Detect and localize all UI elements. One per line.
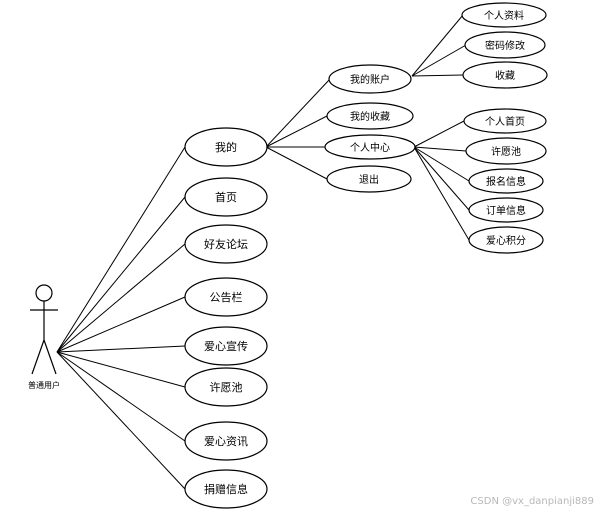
use-case-juanzeng-xinxi-label: 捐赠信息 <box>204 482 248 496</box>
use-case-aixin-zixun[interactable]: 爱心资讯 <box>184 421 268 461</box>
edge-wode-shoucang <box>265 115 328 148</box>
use-case-shouye-label: 首页 <box>215 190 237 204</box>
edge-actor-shouye <box>56 196 186 353</box>
edge-zhongxin-baoming <box>413 146 470 182</box>
use-case-mima-xiugai[interactable]: 密码修改 <box>464 31 546 59</box>
use-case-baoming-xinxi-label: 报名信息 <box>486 175 526 188</box>
use-case-aixin-xuanchuan-label: 爱心宣传 <box>204 339 248 353</box>
use-case-wode-shoucang[interactable]: 我的收藏 <box>326 102 414 130</box>
use-case-aixin-zixun-label: 爱心资讯 <box>204 435 248 448</box>
use-case-baoming-xinxi[interactable]: 报名信息 <box>468 168 544 194</box>
use-case-shouye[interactable]: 首页 <box>184 177 268 217</box>
use-case-wode-shoucang-label: 我的收藏 <box>350 110 390 123</box>
use-case-geren-shouye[interactable]: 个人首页 <box>463 108 547 134</box>
edge-zhanghu-mima <box>411 44 467 77</box>
use-case-geren-shouye-label: 个人首页 <box>485 115 525 128</box>
edge-actor-haoyou-luntan <box>56 243 186 353</box>
use-case-wode-zhanghu[interactable]: 我的账户 <box>328 64 412 94</box>
use-case-zhongxin-xuyuan-chi[interactable]: 许愿池 <box>465 137 547 165</box>
use-case-xuyuan-chi-label: 许愿池 <box>210 381 243 394</box>
edge-actor-xuyuan-chi <box>56 351 186 388</box>
use-case-aixin-jifen[interactable]: 爱心积分 <box>468 226 544 254</box>
use-case-aixin-xuanchuan[interactable]: 爱心宣传 <box>184 326 268 366</box>
edge-wode-tuichu <box>265 146 328 180</box>
use-case-aixin-jifen-label: 爱心积分 <box>486 234 526 247</box>
actor-label: 普通用户 <box>28 380 60 390</box>
use-case-tuichu-label: 退出 <box>359 173 379 186</box>
use-case-tuichu[interactable]: 退出 <box>326 165 412 193</box>
use-case-shoucang[interactable]: 收藏 <box>462 61 548 89</box>
actor-head <box>35 284 53 302</box>
use-case-dingdan-xinxi[interactable]: 订单信息 <box>468 197 544 223</box>
use-case-gonggao-lan-label: 公告栏 <box>210 290 243 304</box>
use-case-wode-zhanghu-label: 我的账户 <box>350 73 390 86</box>
edge-actor-juanzeng-xinxi <box>56 351 186 490</box>
use-case-geren-ziliao-label: 个人资料 <box>484 9 524 22</box>
edge-zhanghu-shoucang <box>411 74 464 77</box>
edge-zhongxin-dingdan <box>413 146 470 211</box>
use-case-geren-zhongxin-label: 个人中心 <box>350 141 390 154</box>
use-case-shoucang-label: 收藏 <box>495 69 515 82</box>
edge-zhongxin-shouye <box>413 120 465 148</box>
use-case-haoyou-luntan[interactable]: 好友论坛 <box>184 224 268 264</box>
edge-zhanghu-ziliao <box>411 14 464 77</box>
use-case-juanzeng-xinxi[interactable]: 捐赠信息 <box>184 469 268 509</box>
use-case-mima-xiugai-label: 密码修改 <box>485 39 525 52</box>
use-case-xuyuan-chi[interactable]: 许愿池 <box>184 367 268 407</box>
edge-actor-aixin-zixun <box>56 351 186 442</box>
edge-zhongxin-jifen <box>413 146 470 241</box>
use-case-gonggao-lan[interactable]: 公告栏 <box>184 277 268 317</box>
edge-wode-zhanghu <box>265 78 331 148</box>
edge-actor-aixin-xuanchuan <box>56 345 186 353</box>
actor-right-leg <box>43 339 57 375</box>
connectors <box>56 14 470 490</box>
edge-actor-wode <box>56 146 186 353</box>
watermark: CSDN @vx_danpianji889 <box>470 496 594 507</box>
actor-left-leg <box>31 339 45 375</box>
use-case-geren-zhongxin[interactable]: 个人中心 <box>324 134 416 160</box>
use-case-wode-label: 我的 <box>215 140 237 154</box>
actor-figure: 普通用户 <box>28 284 60 390</box>
use-case-geren-ziliao[interactable]: 个人资料 <box>461 2 547 28</box>
use-case-zhongxin-xuyuan-chi-label: 许愿池 <box>491 145 521 158</box>
edge-actor-gonggao-lan <box>56 296 186 353</box>
use-case-haoyou-luntan-label: 好友论坛 <box>204 237 248 251</box>
edge-zhongxin-xuyuan <box>413 146 467 152</box>
use-case-dingdan-xinxi-label: 订单信息 <box>486 204 526 217</box>
use-case-wode[interactable]: 我的 <box>184 127 268 167</box>
